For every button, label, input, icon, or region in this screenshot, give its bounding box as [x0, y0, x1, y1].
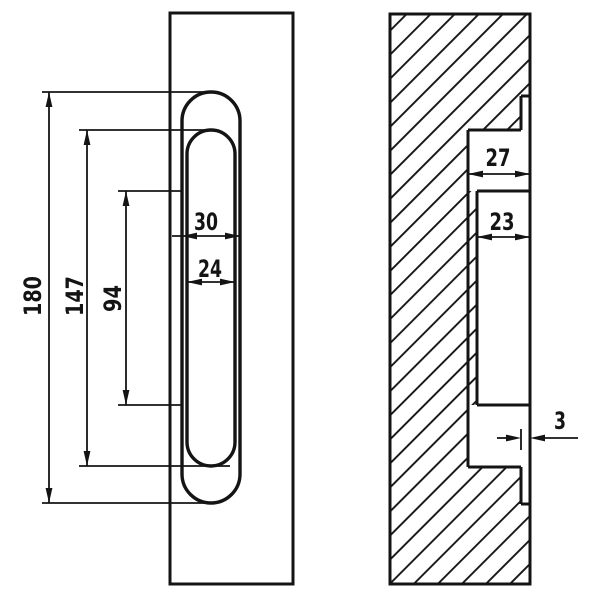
dim-3-arrow-right-pointing — [506, 434, 521, 442]
dim-94-arrow-up — [122, 191, 130, 206]
dim-27-label: 27 — [486, 144, 511, 172]
dim-30-arrow-right — [225, 232, 240, 240]
dim-23-arrow-right — [515, 233, 530, 241]
dim-27-arrow-left — [468, 170, 483, 178]
dim-24-arrow-right — [220, 278, 235, 286]
dim-23-label: 23 — [490, 208, 515, 236]
section-hatch-area — [390, 14, 530, 584]
dim-3-arrow-left-pointing — [530, 434, 545, 442]
dim-180-arrow-up — [45, 92, 53, 107]
dim-24-label: 24 — [198, 255, 222, 283]
dim-23-arrow-left — [477, 233, 492, 241]
dim-94-label: 94 — [99, 285, 127, 312]
dim-30-label: 30 — [194, 208, 218, 236]
dim-3-label: 3 — [554, 407, 566, 435]
section-block-outline — [388, 12, 532, 586]
dim-147-arrow-down — [83, 451, 91, 466]
dim-27-arrow-right — [515, 170, 530, 178]
dim-30-arrow-left — [182, 232, 197, 240]
dim-24-arrow-left — [187, 278, 202, 286]
dim-147-label: 147 — [61, 276, 89, 316]
dim-180-arrow-down — [45, 488, 53, 503]
dim-147-arrow-up — [83, 130, 91, 145]
dim-180-label: 180 — [19, 276, 47, 316]
front-plate-outline — [168, 11, 295, 586]
dim-94-arrow-down — [122, 390, 130, 405]
